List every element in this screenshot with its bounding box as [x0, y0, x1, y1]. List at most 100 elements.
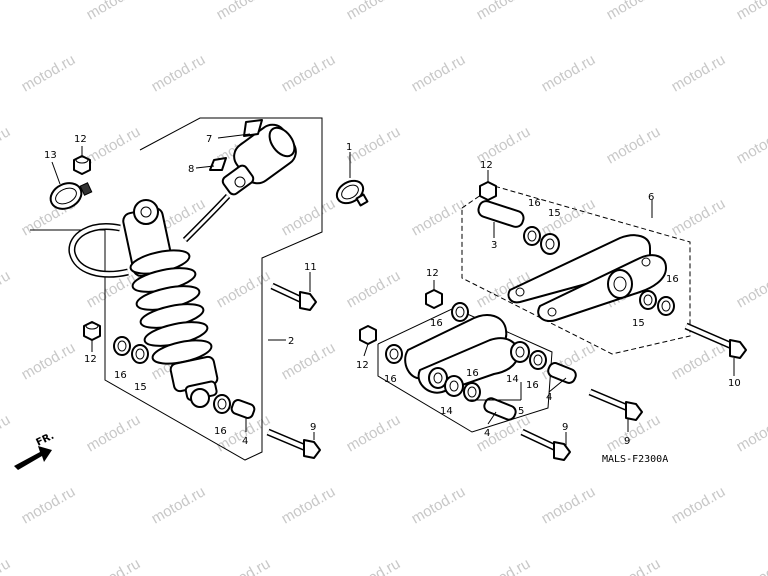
callout-12-upper-left: 12 [74, 134, 87, 145]
watermark-text: motod.ru [214, 0, 274, 23]
nut-link-left [359, 325, 377, 345]
nut-arm-middle [425, 289, 443, 309]
callout-4-link-right: 4 [546, 392, 552, 403]
watermark-text: motod.ru [84, 123, 144, 167]
callout-7: 7 [206, 134, 212, 145]
callout-9-middle: 9 [624, 436, 630, 447]
callout-labels: 1 2 3 4 4 4 5 6 7 8 9 9 9 10 11 12 12 12… [44, 134, 741, 447]
reservoir-canister [221, 123, 297, 196]
watermark-text: motod.ru [214, 555, 274, 576]
bearing-arm-top [540, 233, 560, 255]
label-sticker-8 [209, 157, 227, 171]
watermark-text: motod.ru [539, 483, 599, 527]
watermark-text: motod.ru [0, 411, 13, 455]
callout-16-shock-bottom: 16 [214, 426, 227, 437]
callout-16-link-left: 16 [384, 374, 397, 385]
callout-8: 8 [188, 164, 194, 175]
callout-12-lower-left: 12 [84, 354, 97, 365]
watermark-text: motod.ru [669, 195, 729, 239]
watermark-text: motod.ru [409, 195, 469, 239]
bearing-left [131, 344, 149, 364]
callout-14-link-upper: 14 [506, 374, 519, 385]
dust-seal-arm-top [523, 226, 541, 246]
watermark-text: motod.ru [0, 123, 13, 167]
callout-12-link-left: 12 [356, 360, 369, 371]
callout-15-arm-right: 15 [632, 318, 645, 329]
dust-seal-link-16b [385, 344, 403, 364]
bolt-9-middle [588, 388, 643, 421]
watermark-text: motod.ru [734, 0, 768, 23]
watermark-text: motod.ru [0, 267, 13, 311]
bolt-9-left [266, 428, 321, 459]
watermark-text: motod.ru [279, 195, 339, 239]
nut-arm-top [479, 181, 497, 201]
watermark-text: motod.ru [409, 483, 469, 527]
watermark-text: motod.ru [474, 0, 534, 23]
callout-14-link-lower: 14 [440, 406, 453, 417]
dust-seal-shock-bottom [213, 394, 231, 414]
shock-arm-frame [461, 185, 691, 355]
watermark-text: motod.ru [19, 51, 79, 95]
dust-seal-link-16d [463, 382, 481, 402]
watermark-text: motod.ru [734, 267, 768, 311]
callout-13: 13 [44, 150, 57, 161]
bearing-arm-right [639, 290, 657, 310]
watermark-text: motod.ru [149, 51, 209, 95]
callout-16-arm-right: 16 [666, 274, 679, 285]
watermark-text: motod.ru [84, 555, 144, 576]
watermark-text: motod.ru [409, 51, 469, 95]
callout-9-left: 9 [310, 422, 316, 433]
rear-shock-absorber [122, 199, 219, 408]
callout-3: 3 [491, 240, 497, 251]
callout-11: 11 [304, 262, 317, 273]
watermark-text: motod.ru [344, 123, 404, 167]
bolt-11 [270, 282, 317, 311]
dust-seal-link-16c [529, 350, 547, 370]
bolt-9-lower [520, 428, 571, 461]
callout-2: 2 [288, 336, 294, 347]
dust-seal-link-16a [451, 302, 469, 322]
watermark-text: motod.ru [734, 555, 768, 576]
front-direction-arrow: FR. [14, 431, 56, 470]
watermark-text: motod.ru [279, 51, 339, 95]
callout-16-link-lower: 16 [466, 368, 479, 379]
callout-15-arm-top: 15 [548, 208, 561, 219]
dust-seal-arm-right [657, 296, 675, 316]
nut-upper-left [73, 155, 91, 175]
watermark-text: motod.ru [149, 483, 209, 527]
callout-12-arm-middle: 12 [426, 268, 439, 279]
callout-4-link-lower: 4 [484, 428, 490, 439]
watermark-text: motod.ru [604, 555, 664, 576]
watermark-text: motod.ru [344, 411, 404, 455]
collar-link-4a [547, 362, 577, 384]
watermark-text: motod.ru [669, 483, 729, 527]
hose-band-clip [335, 179, 369, 207]
watermark-text: motod.ru [84, 411, 144, 455]
diagram-code: MALS-F2300A [602, 454, 668, 465]
callout-4-shock: 4 [242, 436, 248, 447]
callout-15-left: 15 [134, 382, 147, 393]
reservoir-band-clip [49, 182, 93, 210]
watermark-text: motod.ru [669, 51, 729, 95]
callout-5: 5 [518, 406, 524, 417]
nut-lower-left [83, 321, 101, 341]
shock-link-rods [404, 314, 520, 394]
label-sticker-7 [243, 119, 263, 137]
bolt-10 [684, 322, 747, 359]
watermark-text: motod.ru [344, 0, 404, 23]
watermark-text: motod.ru [344, 267, 404, 311]
watermark-text: motod.ru [474, 555, 534, 576]
leader-lines [51, 133, 735, 446]
watermark-text: motod.ru [604, 123, 664, 167]
bearing-link-14b [444, 375, 464, 397]
dust-seal-left [113, 336, 131, 356]
shock-arm-plates [507, 234, 667, 322]
watermark-text: motod.ru [734, 123, 768, 167]
watermark-text: motod.ru [84, 0, 144, 23]
callout-6: 6 [648, 192, 654, 203]
callout-9-lower: 9 [562, 422, 568, 433]
watermark-text: motod.ru [0, 555, 13, 576]
watermark-text: motod.ru [214, 267, 274, 311]
